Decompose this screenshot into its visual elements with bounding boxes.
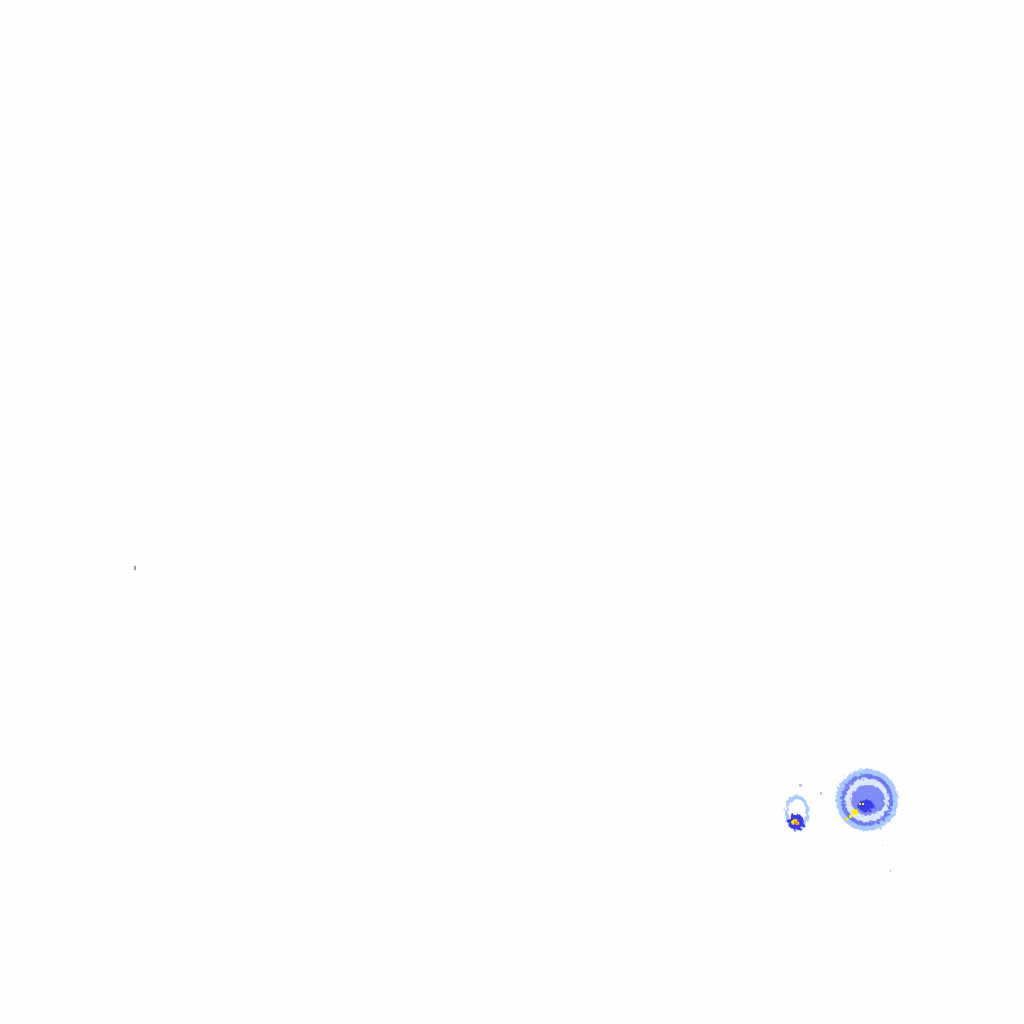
small-cell bbox=[785, 795, 809, 831]
large-cell bbox=[836, 769, 898, 831]
large-cell-hotspots bbox=[845, 803, 864, 820]
debris-specks bbox=[799, 784, 891, 872]
